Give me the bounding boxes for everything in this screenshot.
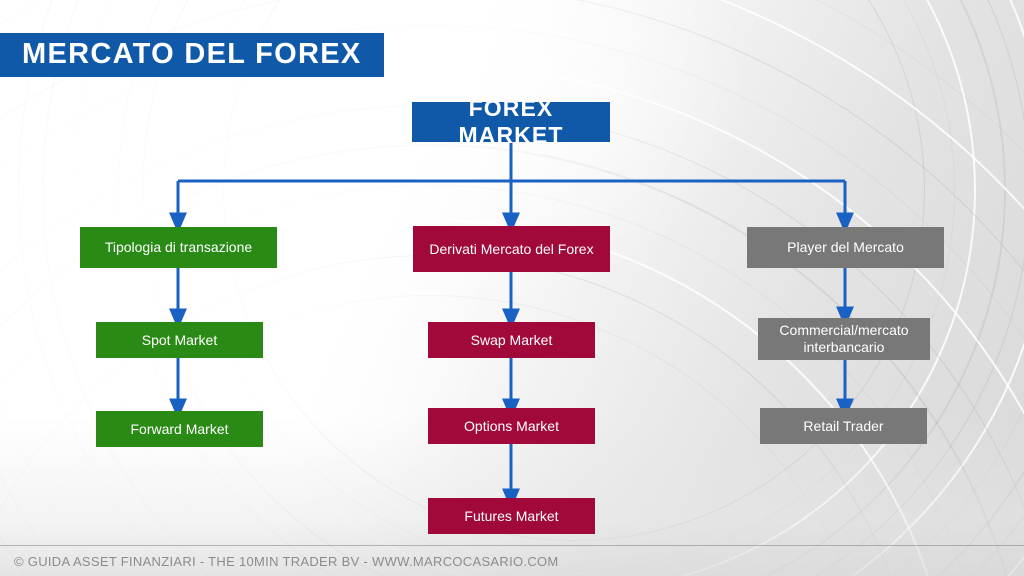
- node-forex-market[interactable]: FOREX MARKET: [412, 95, 610, 148]
- node-retail-trader[interactable]: Retail Trader: [760, 408, 927, 444]
- node-swap-market[interactable]: Swap Market: [428, 322, 595, 358]
- node-options-market[interactable]: Options Market: [428, 408, 595, 444]
- slide-title-banner: MERCATO DEL FOREX: [0, 33, 384, 77]
- node-derivati-mercato-del-forex[interactable]: Derivati Mercato del Forex: [413, 226, 610, 272]
- node-player-del-mercato[interactable]: Player del Mercato: [747, 227, 944, 268]
- node-tipologia-di-transazione[interactable]: Tipologia di transazione: [80, 227, 277, 268]
- node-forward-market[interactable]: Forward Market: [96, 411, 263, 447]
- footer-bar: © GUIDA ASSET FINANZIARI - THE 10MIN TRA…: [0, 546, 1024, 576]
- node-commercial-mercato-interbancario[interactable]: Commercial/mercato interbancario: [758, 318, 930, 360]
- node-spot-market[interactable]: Spot Market: [96, 322, 263, 358]
- node-futures-market[interactable]: Futures Market: [428, 498, 595, 534]
- page-title: MERCATO DEL FOREX: [22, 38, 362, 70]
- footer-copyright: © GUIDA ASSET FINANZIARI - THE 10MIN TRA…: [14, 553, 559, 569]
